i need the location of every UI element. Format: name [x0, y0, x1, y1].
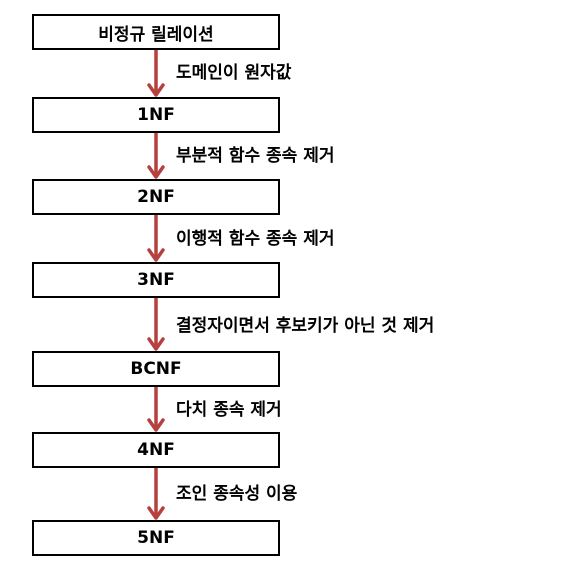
stage-box-3nf: 3NF — [32, 262, 280, 298]
arrow-down-icon — [146, 387, 166, 432]
arrow-down-icon — [146, 215, 166, 262]
stage-label: 비정규 릴레이션 — [98, 24, 214, 45]
stage-label: BCNF — [130, 359, 182, 379]
stage-label: 4NF — [137, 440, 175, 460]
arrow-down-icon — [146, 468, 166, 520]
arrow-down-icon — [146, 50, 166, 97]
transition-label: 도메인이 원자값 — [176, 63, 292, 83]
transition-label: 결정자이면서 후보키가 아닌 것 제거 — [176, 316, 435, 336]
stage-box-unnormalized: 비정규 릴레이션 — [32, 14, 280, 50]
transition-label: 다치 종속 제거 — [176, 400, 282, 420]
transition-label: 이행적 함수 종속 제거 — [176, 229, 335, 249]
arrow-down-icon — [146, 298, 166, 351]
stage-label: 1NF — [137, 105, 175, 125]
stage-box-1nf: 1NF — [32, 97, 280, 133]
arrow-down-icon — [146, 133, 166, 179]
stage-box-2nf: 2NF — [32, 179, 280, 215]
stage-box-bcnf: BCNF — [32, 351, 280, 387]
transition-label: 부분적 함수 종속 제거 — [176, 146, 335, 166]
stage-label: 2NF — [137, 187, 175, 207]
stage-label: 5NF — [137, 528, 175, 548]
stage-label: 3NF — [137, 270, 175, 290]
transition-label: 조인 종속성 이용 — [176, 484, 298, 504]
stage-box-5nf: 5NF — [32, 520, 280, 556]
stage-box-4nf: 4NF — [32, 432, 280, 468]
